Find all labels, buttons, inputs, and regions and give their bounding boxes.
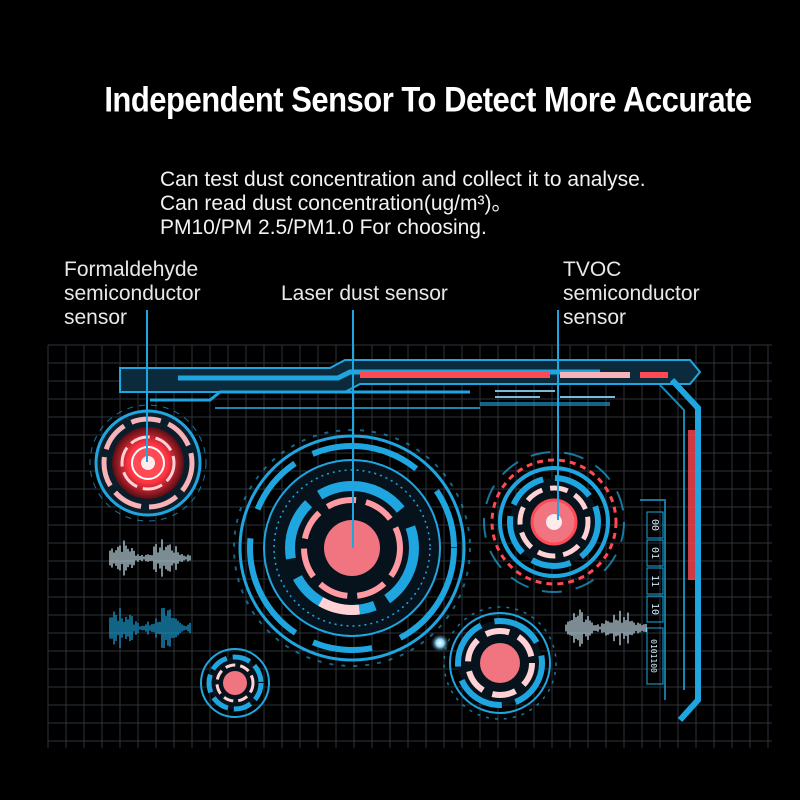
description-line: PM10/PM 2.5/PM1.0 For choosing.: [160, 216, 487, 239]
glow-dot: [430, 633, 450, 653]
description-line: Can read dust concentration(ug/m³)。: [160, 192, 513, 215]
secondary-sensor-graphic: [443, 606, 557, 720]
side-binary: 0101100: [649, 639, 658, 673]
pointer-lines: [146, 310, 559, 548]
tvoc-label-line: TVOC: [563, 258, 622, 281]
laser-dust-sensor-label: Laser dust sensor: [281, 282, 448, 305]
side-code: 10: [649, 603, 660, 615]
side-code: 01: [649, 547, 660, 559]
tvoc-label-line: semiconductor: [563, 282, 700, 305]
tvoc-sensor-label: TVOC semiconductor sensor: [563, 258, 700, 330]
side-codes: 00 01 11 10 0101100: [646, 511, 664, 685]
description: Can test dust concentration and collect …: [160, 168, 646, 240]
tvoc-sensor-graphic: [483, 451, 625, 593]
formaldehyde-label-line: sensor: [64, 306, 128, 329]
small-sensor-graphic: [200, 648, 270, 718]
side-code: 00: [649, 519, 660, 531]
waveform-group: [109, 539, 647, 649]
side-code: 11: [649, 575, 660, 587]
frame-text: [495, 390, 615, 398]
description-line: Can test dust concentration and collect …: [160, 168, 646, 191]
hud-frame: [119, 359, 702, 723]
formaldehyde-sensor-label: Formaldehyde semiconductor sensor: [64, 258, 201, 330]
page-title: Independent Sensor To Detect More Accura…: [104, 79, 752, 120]
formaldehyde-label-line: Formaldehyde: [64, 258, 199, 281]
tvoc-label-line: sensor: [563, 306, 627, 329]
formaldehyde-label-line: semiconductor: [64, 282, 201, 305]
